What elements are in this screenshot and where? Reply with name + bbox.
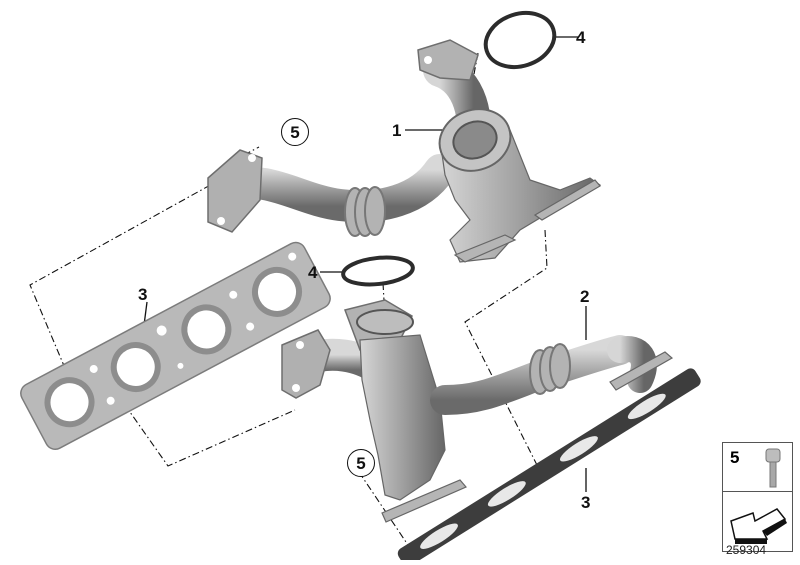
callout-1: 1 (392, 121, 402, 140)
callout-4-mid: 4 (308, 263, 318, 282)
sealing-ring-mid (341, 255, 415, 287)
stud-bolt-icon (765, 448, 781, 488)
callout-5-bottom: 5 (347, 449, 375, 477)
manifold-gasket-right (397, 368, 701, 565)
manifold-gasket-left (20, 241, 331, 451)
legend-item-number: 5 (730, 448, 740, 467)
exhaust-manifold-front (207, 39, 602, 263)
callout-3-left: 3 (138, 285, 148, 304)
callout-4-top: 4 (576, 28, 586, 47)
legend-box: 5 (722, 442, 793, 552)
callout-3-right: 3 (581, 493, 591, 512)
direction-arrow-icon (730, 508, 787, 544)
callout-2: 2 (580, 287, 590, 306)
sealing-ring-top (483, 11, 557, 69)
callout-leaders (142, 36, 587, 492)
callout-5-top: 5 (281, 118, 309, 146)
document-number: 259304 (726, 543, 767, 557)
legend-item-row: 5 (723, 443, 792, 492)
exhaust-manifold-rear (281, 299, 674, 523)
